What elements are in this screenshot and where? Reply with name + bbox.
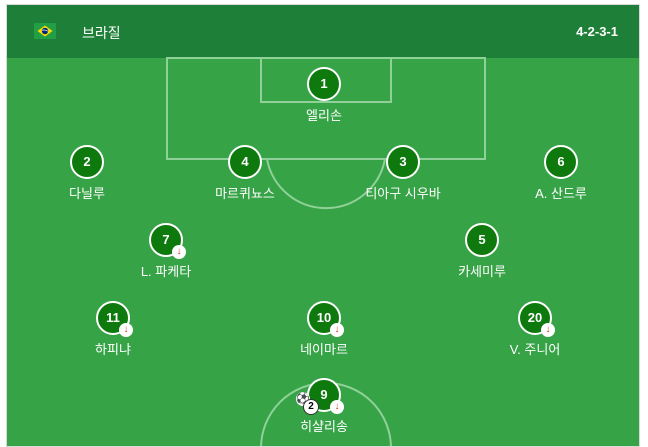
player-number: 4 — [228, 145, 262, 179]
player-name: 마르퀴뇨스 — [215, 186, 275, 201]
arrow-down-icon: ↓ — [119, 323, 133, 337]
player-defensive-mid-right[interactable]: 7 ↓ L. 파케타 — [96, 223, 236, 280]
player-number: 1 — [307, 67, 341, 101]
player-center-back-right[interactable]: 3 티아구 시우바 — [333, 145, 473, 202]
arrow-down-icon: ↓ — [172, 245, 186, 259]
player-left-wing[interactable]: 20 ↓ V. 주니어 — [465, 301, 605, 358]
player-name: 다닐루 — [69, 186, 105, 201]
player-right-back[interactable]: 2 다닐루 — [17, 145, 157, 202]
player-number-text: 7 — [162, 232, 170, 247]
player-name: L. 파케타 — [140, 264, 192, 279]
player-number: 6 — [544, 145, 578, 179]
player-center-back-left[interactable]: 4 마르퀴뇨스 — [175, 145, 315, 202]
player-number-text: 10 — [316, 310, 332, 325]
player-name: V. 주니어 — [509, 342, 561, 357]
player-name: 엘리손 — [306, 108, 342, 123]
player-number: 7 ↓ — [149, 223, 186, 259]
player-number-text: 9 — [320, 387, 328, 402]
player-goalkeeper[interactable]: 1 엘리손 — [254, 67, 394, 124]
player-number: 2 — [70, 145, 104, 179]
player-number: 10 ↓ — [307, 301, 344, 337]
player-number: 3 — [386, 145, 420, 179]
player-name: 티아구 시우바 — [365, 186, 441, 201]
player-number-text: 20 — [527, 310, 543, 325]
player-defensive-mid-left[interactable]: 5 카세미루 — [412, 223, 552, 280]
player-name: 히샬리송 — [300, 419, 348, 434]
team-name: 브라질 — [82, 25, 121, 41]
arrow-down-icon: ↓ — [330, 400, 344, 414]
player-striker[interactable]: 9 ⚽ 2 ↓ 히샬리송 — [254, 378, 394, 435]
player-number: 9 ⚽ 2 ↓ — [296, 378, 344, 415]
player-name: A. 산드루 — [535, 186, 587, 201]
player-number: 20 ↓ — [518, 301, 555, 337]
player-number: 5 — [465, 223, 499, 257]
player-left-back[interactable]: 6 A. 산드루 — [491, 145, 631, 202]
arrow-down-icon: ↓ — [541, 323, 555, 337]
team-header: 브라질 4-2-3-1 — [7, 5, 639, 58]
player-right-wing[interactable]: 11 ↓ 하피냐 — [43, 301, 183, 358]
player-name: 네이마르 — [300, 342, 348, 357]
formation-label: 4-2-3-1 — [576, 24, 618, 39]
player-number-text: 11 — [106, 310, 120, 325]
player-number: 11 ↓ — [96, 301, 133, 337]
lineup-card: 브라질 4-2-3-1 1 엘리손 2 다닐루 4 마르퀴뇨스 3 티아구 시우… — [6, 4, 640, 447]
goal-count-badge: 2 — [303, 399, 319, 415]
player-attacking-mid[interactable]: 10 ↓ 네이마르 — [254, 301, 394, 358]
player-name: 하피냐 — [95, 342, 131, 357]
player-name: 카세미루 — [458, 264, 506, 279]
arrow-down-icon: ↓ — [330, 323, 344, 337]
brazil-flag-icon — [34, 23, 56, 39]
